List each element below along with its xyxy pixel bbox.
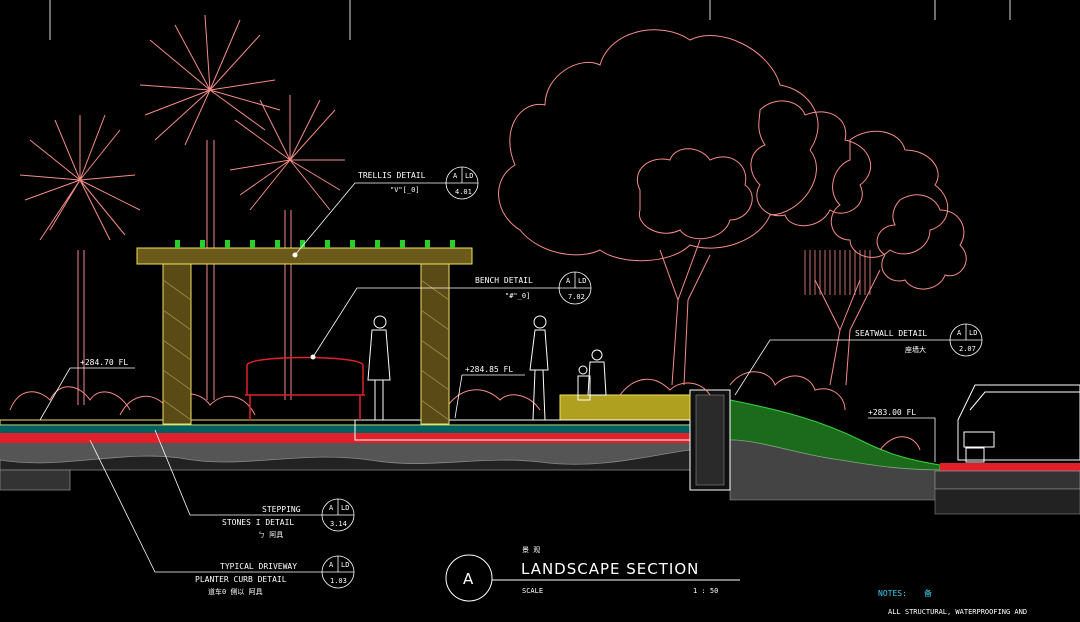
seatwall-callout-sheet: LD [969, 329, 977, 337]
level-left-text: +284.70 FL [80, 358, 128, 367]
seatwall-callout-sub: 座墙大 [905, 345, 926, 354]
trellis [136, 240, 473, 425]
driveway-callout-title2: PLANTER CURB DETAIL [195, 575, 287, 584]
title-letter: A [463, 570, 474, 588]
trellis-callout-letter: A [453, 172, 458, 180]
stepping-callout-sheet: LD [341, 504, 349, 512]
people [367, 315, 607, 421]
notes-label: NOTES: [878, 589, 907, 598]
bench-callout-title: BENCH DETAIL [475, 276, 533, 285]
car [957, 384, 1080, 463]
level-left: +284.70 FL [39, 358, 135, 421]
driveway-callout-letter: A [329, 561, 334, 569]
level-right: +283.00 FL [868, 408, 936, 462]
large-tree-canopy [498, 29, 819, 262]
title-cn: 景 观 [522, 546, 540, 554]
trellis-callout-title: TRELLIS DETAIL [358, 171, 426, 180]
trellis-callout-sub: "V"[_0] [390, 186, 420, 194]
trellis-callout-sheet: LD [465, 172, 473, 180]
callout-stepping: STEPPING STONES I DETAIL ㄅ 阿具 A LD 3.14 [154, 429, 355, 539]
palm-tree-left [19, 114, 141, 405]
tree-trunk-hatch [804, 250, 871, 295]
stepping-callout-letter: A [329, 504, 334, 512]
title-text: LANDSCAPE SECTION [521, 560, 699, 578]
bench [245, 356, 365, 420]
sheet-border-ticks [49, 0, 1011, 40]
callout-driveway: TYPICAL DRIVEWAY PLANTER CURB DETAIL 道车0… [89, 439, 355, 596]
stepping-callout-num: 3.14 [330, 520, 347, 528]
callout-bench: BENCH DETAIL "#"_0] A LD 7.02 [310, 271, 592, 360]
callout-trellis: TRELLIS DETAIL "V"[_0] A LD 4.01 [292, 166, 479, 258]
notes-text: ALL STRUCTURAL, WATERPROOFING AND [888, 608, 1027, 616]
callout-seatwall: SEATWALL DETAIL 座墙大 A LD 2.07 [734, 323, 983, 396]
level-right-text: +283.00 FL [868, 408, 916, 417]
notes-cn: 备 [924, 588, 932, 598]
bench-callout-num: 7.02 [568, 293, 585, 301]
driveway-callout-sub: 道车0 側以 阿具 [208, 587, 263, 596]
bench-callout-sub: "#"_0] [505, 292, 530, 300]
title-block: A 景 观 LANDSCAPE SECTION SCALE 1 : 50 [445, 546, 740, 602]
seatwall-callout-letter: A [957, 329, 962, 337]
tree-trunks [659, 239, 881, 386]
driveway-callout-title: TYPICAL DRIVEWAY [220, 562, 297, 571]
scale-value: 1 : 50 [693, 587, 718, 595]
tree-right-canopy [636, 100, 967, 290]
notes: NOTES: 备 ALL STRUCTURAL, WATERPROOFING A… [878, 588, 1027, 616]
stepping-callout-sub: ㄅ 阿具 [258, 530, 283, 539]
stepping-callout-title: STEPPING [262, 505, 301, 514]
stepping-callout-title2: STONES I DETAIL [222, 518, 294, 527]
driveway-callout-sheet: LD [341, 561, 349, 569]
ground-section [0, 389, 1080, 515]
scale-label: SCALE [522, 587, 543, 595]
palm-tree-center [139, 14, 345, 400]
bench-callout-sheet: LD [578, 277, 586, 285]
level-mid: +284.85 FL [454, 365, 525, 419]
seatwall-callout-title: SEATWALL DETAIL [855, 329, 927, 338]
trellis-callout-num: 4.01 [455, 188, 472, 196]
level-mid-text: +284.85 FL [465, 365, 513, 374]
driveway-callout-num: 1.03 [330, 577, 347, 585]
seatwall-callout-num: 2.07 [959, 345, 976, 353]
trellis-rafters [175, 240, 455, 248]
bench-callout-letter: A [566, 277, 571, 285]
